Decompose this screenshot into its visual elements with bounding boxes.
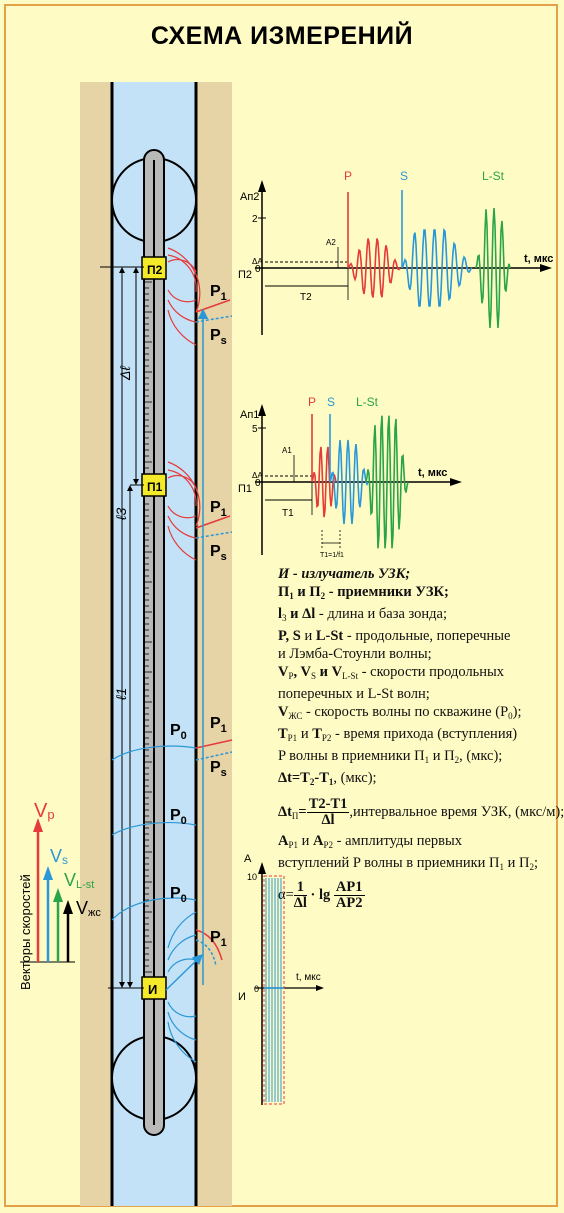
chart-bottom-y-arrow	[258, 862, 266, 874]
waveform-segment	[329, 439, 369, 525]
wavefronts-p2	[167, 247, 201, 346]
waveform-segment	[475, 207, 511, 329]
chart-top-tick-2-label: 2	[252, 214, 258, 225]
chart-top-y-label: Ап2	[240, 191, 259, 203]
dim-l1-label: ℓ1	[113, 688, 129, 701]
velocity-vectors	[20, 818, 75, 963]
chart-mid-wave-lst: L-St	[356, 395, 379, 409]
chart-mid-origin: П1	[238, 483, 252, 495]
chart-mid-wave-s: S	[327, 395, 335, 409]
chart-top-wave-s: S	[400, 169, 408, 183]
chart-mid-period-label: T1=1/f1	[320, 552, 344, 559]
waveform-segment	[347, 238, 401, 298]
waveform-segment	[311, 446, 337, 518]
chart-top-time-label: T2	[300, 292, 312, 303]
travel-path-diagonal	[165, 953, 204, 991]
receiver-p2	[141, 256, 167, 280]
chart-top-tick-0-label: 0	[255, 264, 261, 275]
legend-line-9: TP1 и TP2 - время прихода (вступления)	[278, 726, 518, 743]
chart-top-y-arrow	[258, 180, 266, 192]
chart-mid: Ап1 5 0 ΔA П1 A1 T1 T1=1/f1 t, мкс P S L…	[238, 395, 462, 559]
chart-bottom-y-label: А	[244, 853, 252, 865]
legend-line-6: VP, VS и VL-St - скорости продольных	[278, 664, 505, 681]
legend-line-8: VЖС - скорость волны по скважине (P0);	[278, 704, 522, 721]
chart-mid-tick-0-label: 0	[255, 478, 261, 489]
legend-line-3: l3 и Δl - длина и база зонда;	[278, 606, 448, 623]
chart-mid-da-label: ΔA	[252, 471, 263, 480]
legend-line-11: Δt=T2-T1, (мкс);	[278, 770, 377, 787]
label-vp: Vp	[34, 800, 55, 822]
wavefronts-p1	[167, 461, 201, 561]
chart-mid-waveform	[311, 414, 409, 549]
page-title: СХЕМА ИЗМЕРЕНИЙ	[150, 22, 414, 50]
chart-mid-amp-label: A1	[282, 446, 292, 455]
velocity-axis-label: Векторы скоростей	[18, 874, 33, 990]
vector-vlst-head	[53, 888, 63, 902]
vector-vs-head	[43, 866, 53, 880]
dim-l3-label: ℓ3	[113, 507, 129, 521]
chart-bottom: А 10 0 И t, мкс	[238, 853, 324, 1105]
chart-mid-tick-5-label: 5	[252, 424, 258, 435]
label-vlst: VL-st	[64, 870, 95, 891]
legend: И - излучатель УЗК; П1 и П2 - приемники …	[278, 565, 564, 911]
legend-line-4: P, S и L-St - продольные, поперечные	[278, 628, 511, 644]
chart-mid-x-arrow	[450, 478, 462, 486]
legend-line-10: P волны в приемники П1 и П2, (мкс);	[278, 748, 503, 765]
dim-dl-label: Δℓ	[117, 366, 133, 381]
refracted-rays	[195, 299, 233, 967]
chart-top-amp-label: A2	[326, 238, 336, 247]
label-vs: Vs	[50, 846, 69, 867]
formation-right	[196, 82, 232, 1206]
chart-top-wave-lst: L-St	[482, 169, 505, 183]
vector-vzhs-head	[63, 900, 73, 914]
chart-bottom-x-label: t, мкс	[296, 972, 321, 983]
formation-left	[80, 82, 112, 1206]
label-vzhs: Vжс	[76, 898, 101, 919]
legend-line-2: П1 и П2 - приемники УЗК;	[278, 584, 449, 601]
chart-top-waveform	[347, 190, 511, 329]
legend-line-5: и Лэмба-Стоунли волны;	[278, 646, 432, 662]
chart-top-da-label: ΔA	[252, 257, 263, 266]
chart-top-x-label: t, мкс	[524, 253, 553, 265]
poster-frame	[4, 4, 558, 1207]
chart-bottom-tick-0: 0	[254, 984, 259, 994]
emitter-label: И	[148, 982, 157, 997]
legend-line-1: И - излучатель УЗК;	[278, 566, 411, 582]
chart-bottom-origin: И	[238, 991, 246, 1003]
receiver-p2-label: П2	[147, 263, 163, 277]
chart-top-origin: П2	[238, 269, 252, 281]
vector-vp-head	[33, 818, 43, 832]
chart-top-wave-p: P	[344, 169, 352, 183]
legend-line-14: вступлений P волны в приемники П1 и П2;	[278, 855, 539, 872]
chart-bottom-envelope	[263, 875, 285, 1105]
chart-mid-y-arrow	[258, 404, 266, 416]
chart-mid-y-label: Ап1	[240, 409, 259, 421]
chart-top: Ап2 2 0 ΔA П2 A2 T2 t, мкс P S L-St	[238, 169, 553, 335]
legend-line-7: поперечных и L-St волн;	[278, 686, 430, 702]
chart-mid-wave-p: P	[308, 395, 316, 409]
receiver-p1-label: П1	[147, 480, 163, 494]
waveform-segment	[365, 415, 409, 549]
chart-bottom-tick-10: 10	[247, 872, 257, 882]
waveform-segment	[401, 227, 473, 307]
chart-bottom-x-arrow	[316, 985, 324, 991]
legend-line-13: AP1 и AP2 - амплитуды первых	[278, 833, 462, 850]
tool-scale	[144, 281, 152, 973]
chart-mid-time-label: T1	[282, 508, 294, 519]
chart-bottom-waveform	[264, 878, 284, 1102]
chart-top-x-arrow	[540, 264, 552, 272]
chart-mid-x-label: t, мкс	[418, 467, 447, 479]
